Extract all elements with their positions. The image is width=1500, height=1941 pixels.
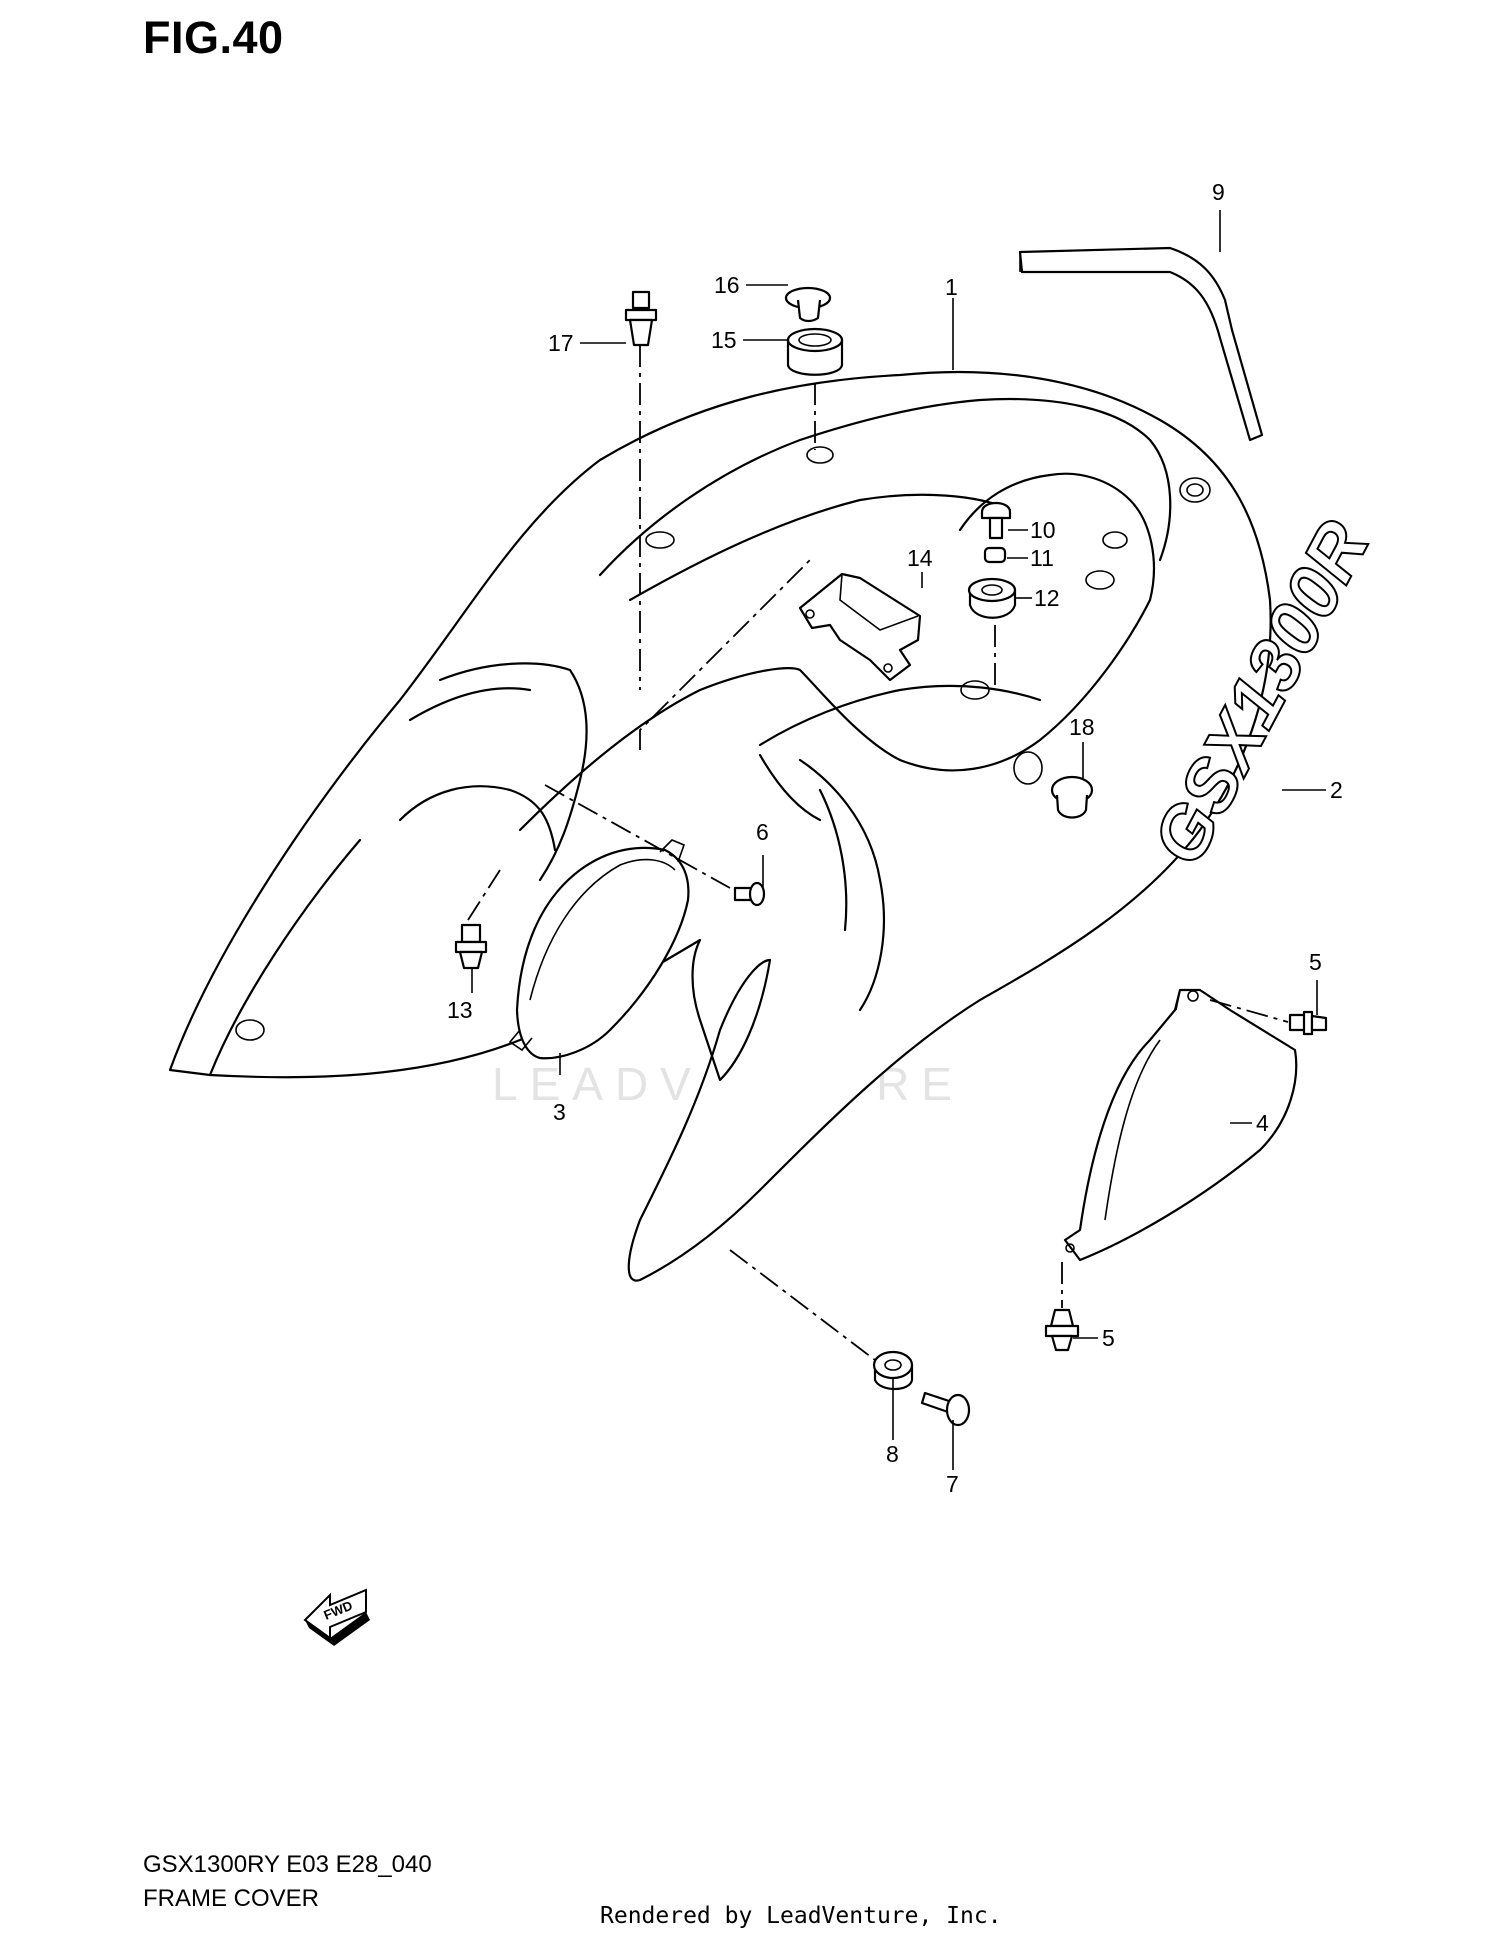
callout-13: 13 — [447, 997, 473, 1023]
callout-9: 9 — [1212, 179, 1225, 205]
fwd-arrow-icon: FWD — [303, 1588, 370, 1646]
callout-17: 17 — [548, 330, 574, 356]
clip-part-5-lower[interactable] — [1044, 1308, 1080, 1352]
callout-15: 15 — [711, 327, 737, 353]
side-cover-part-4[interactable] — [1063, 988, 1298, 1262]
callout-1: 1 — [945, 274, 958, 300]
callout-5-upper: 5 — [1309, 949, 1322, 975]
callout-5-lower: 5 — [1102, 1325, 1115, 1351]
model-line: GSX1300RY E03 E28_040 — [143, 1851, 432, 1878]
rendered-by-credit: Rendered by LeadVenture, Inc. — [600, 1903, 1002, 1929]
callout-8: 8 — [886, 1441, 899, 1467]
trim-strip-part-9[interactable] — [1018, 246, 1264, 442]
clip-part-5-upper[interactable] — [1288, 1010, 1328, 1036]
bracket-part-14[interactable] — [798, 572, 922, 682]
screw-part-7[interactable] — [920, 1391, 971, 1427]
collar-part-11[interactable] — [983, 546, 1007, 564]
grommet-part-18[interactable] — [1050, 775, 1094, 819]
grommet-part-15[interactable] — [786, 327, 844, 376]
callout-4: 4 — [1256, 1110, 1269, 1136]
callout-7: 7 — [946, 1471, 959, 1497]
clip-part-13[interactable] — [454, 923, 488, 970]
rear-cowl-part-3[interactable] — [508, 839, 690, 1060]
screw-part-10[interactable] — [980, 501, 1012, 540]
callout-3: 3 — [553, 1099, 566, 1125]
footer: GSX1300RY E03 E28_040 FRAME COVER — [143, 1848, 432, 1916]
figure-title: FIG.40 — [143, 12, 284, 63]
section-name: FRAME COVER — [143, 1885, 320, 1912]
callout-numbers: 1 2 3 4 5 5 6 7 8 9 10 11 12 13 14 15 16… — [447, 179, 1343, 1497]
callout-16: 16 — [714, 272, 740, 298]
callout-12: 12 — [1034, 585, 1060, 611]
clip-part-17[interactable] — [624, 290, 658, 347]
callout-2: 2 — [1330, 777, 1343, 803]
leader-lines — [471, 210, 1326, 1470]
callout-6: 6 — [756, 819, 769, 845]
cap-part-16[interactable] — [784, 286, 832, 323]
callout-14: 14 — [907, 545, 933, 571]
callout-18: 18 — [1069, 714, 1095, 740]
callout-11: 11 — [1030, 545, 1054, 571]
assembly-lines — [467, 345, 1289, 1361]
screw-part-6[interactable] — [733, 881, 766, 907]
grommet-part-12[interactable] — [967, 577, 1017, 619]
callout-10: 10 — [1030, 517, 1056, 543]
